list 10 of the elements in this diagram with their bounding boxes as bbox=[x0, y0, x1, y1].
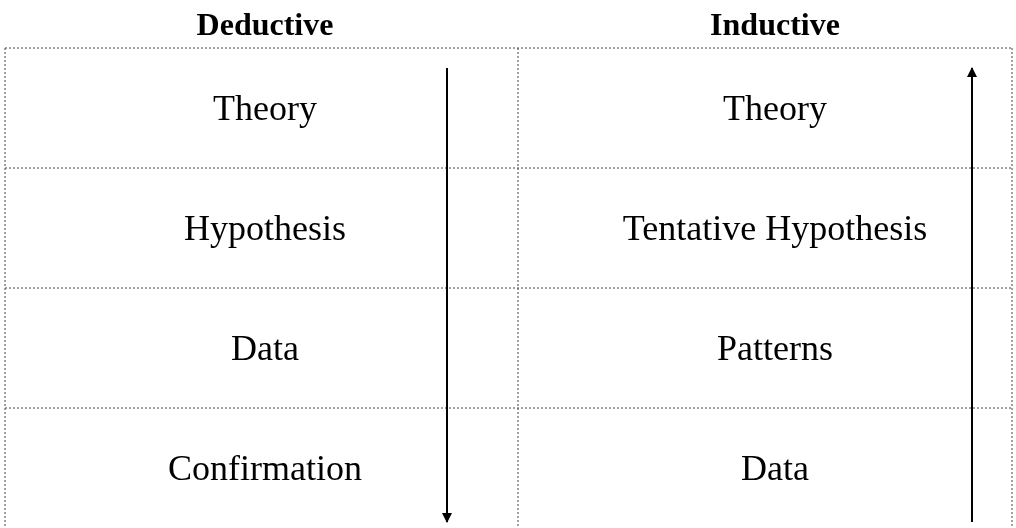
column-header: Deductive bbox=[196, 5, 334, 43]
column-header: Inductive bbox=[710, 5, 840, 43]
cell-text: Patterns bbox=[717, 327, 833, 369]
cell-text: Hypothesis bbox=[184, 207, 346, 249]
cell-text: Data bbox=[741, 447, 809, 489]
cell-text: Theory bbox=[723, 87, 827, 129]
cell-text: Theory bbox=[213, 87, 317, 129]
cell-text: Confirmation bbox=[168, 447, 362, 489]
cell-text: Data bbox=[231, 327, 299, 369]
cell-text: Tentative Hypothesis bbox=[622, 207, 928, 249]
